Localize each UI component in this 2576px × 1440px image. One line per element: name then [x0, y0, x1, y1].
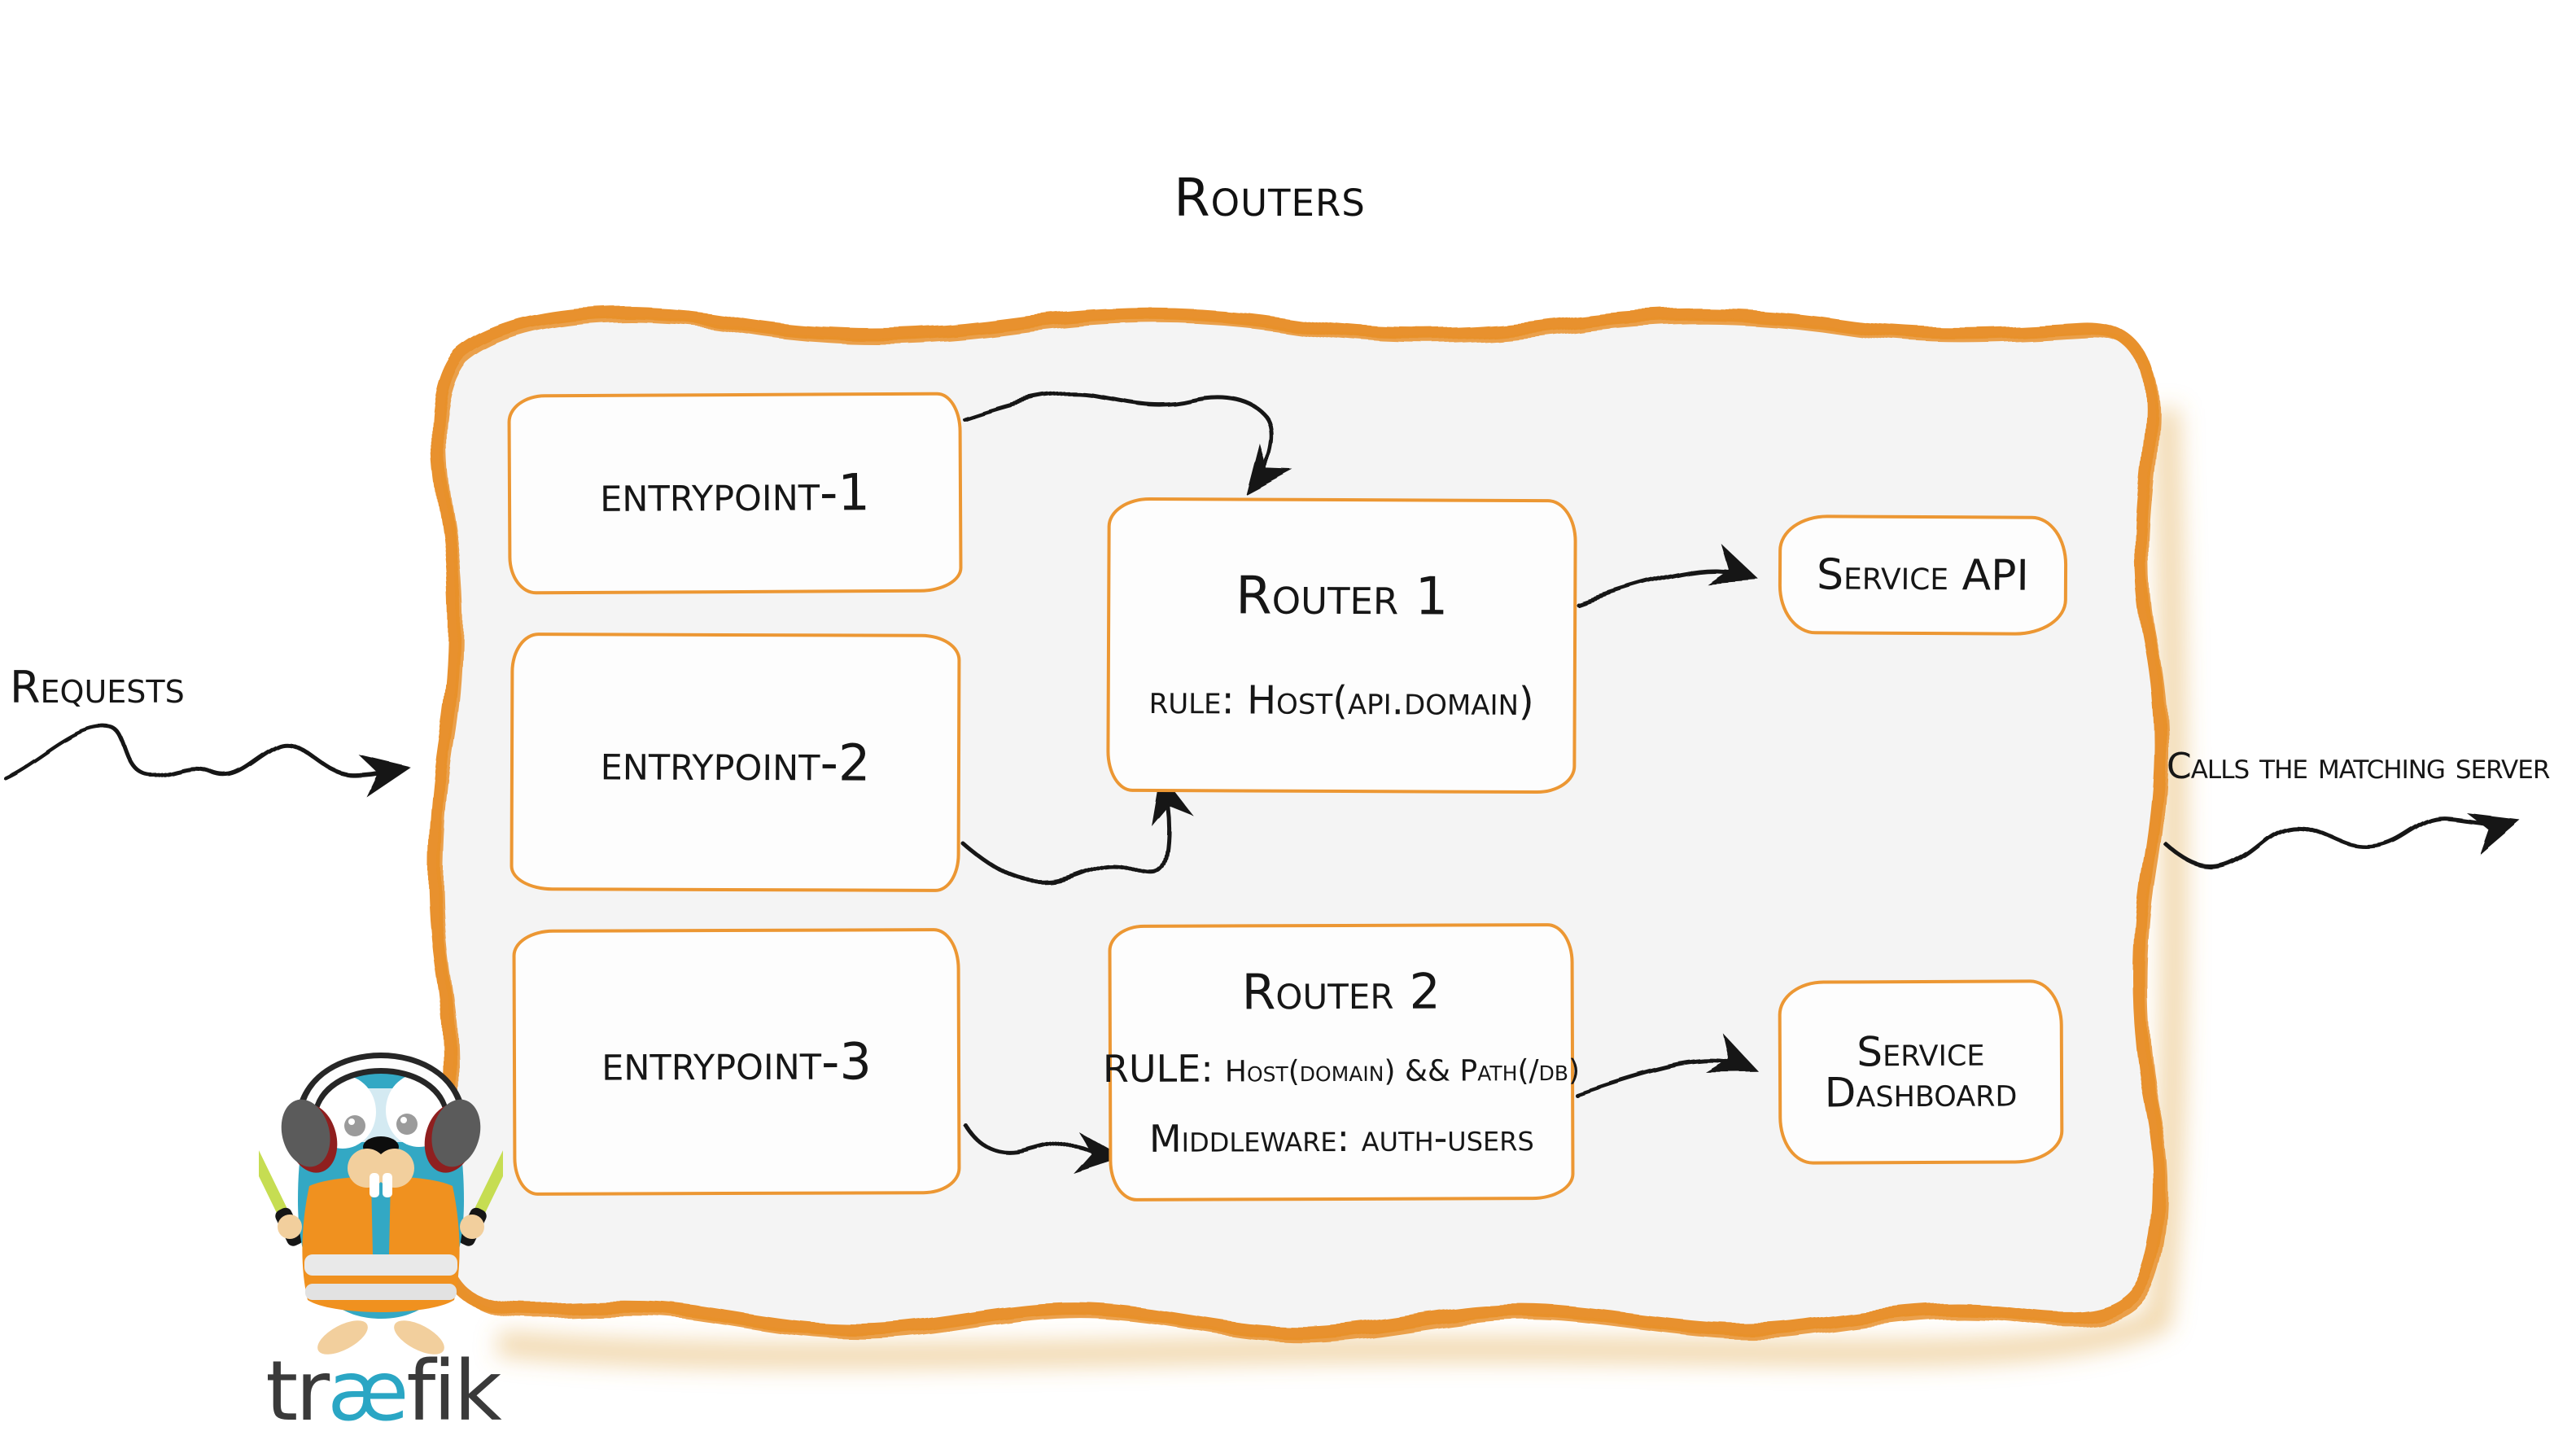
node-service-api: Service API	[1778, 514, 2068, 636]
gopher-right-pupil-glint	[400, 1117, 407, 1123]
gopher-right-hand	[460, 1215, 484, 1239]
router-2-title: Router 2	[1241, 963, 1441, 1022]
node-service-dashboard: Service Dashboard	[1778, 979, 2064, 1165]
arrow-entrypoint2-to-router1	[960, 773, 1194, 884]
service-dashboard-line2: Dashboard	[1824, 1068, 2018, 1117]
gopher-right-foot	[394, 1320, 444, 1355]
service-dashboard-line1: Service	[1857, 1027, 1985, 1076]
gopher-muzzle-right	[375, 1149, 414, 1188]
gopher-left-hand	[278, 1215, 302, 1239]
diagram-title: Routers	[1174, 169, 1366, 229]
router-1-rule-label: rule:	[1148, 677, 1235, 724]
arrow-router2-to-service-dashboard	[1573, 1032, 1760, 1096]
gopher-vest-stripe-1	[304, 1254, 457, 1276]
traefik-routers-diagram: { "title": "Routers", "annotations": { "…	[2, 169, 2551, 1440]
calls-matching-server-label: Calls the matching server	[2167, 746, 2550, 787]
node-entrypoint-3: entrypoint-3	[512, 928, 961, 1196]
container-shadow	[496, 408, 2187, 1368]
traefik-wordmark: træfik	[240, 1343, 525, 1440]
wordmark-part3: fik	[406, 1343, 501, 1440]
service-api-label: Service API	[1816, 549, 2030, 601]
node-entrypoint-1: entrypoint-1	[507, 392, 963, 595]
router-2-rule-value: Host(domain) && Path(/db)	[1224, 1053, 1581, 1089]
node-router-1: Router 1 rule: Host(api.domain)	[1106, 497, 1577, 794]
arrow-router1-to-service-api	[1575, 543, 1760, 606]
entrypoint-2-label: entrypoint-2	[600, 731, 871, 793]
arrow-entrypoint3-to-router2	[961, 1121, 1123, 1173]
gopher-right-earcup	[424, 1099, 481, 1173]
traefik-gopher-logo	[259, 1053, 503, 1355]
gopher-left-earcup	[281, 1099, 338, 1173]
gopher-vest-chest-gap	[371, 1178, 391, 1262]
node-entrypoint-2: entrypoint-2	[510, 632, 961, 892]
gopher-tooth-right	[383, 1173, 392, 1197]
entrypoint-1-label: entrypoint-1	[599, 462, 871, 523]
router-2-middleware: Middleware: auth-users	[1148, 1115, 1534, 1161]
node-router-2: Router 2 RULE: Host(domain) && Path(/db)…	[1103, 923, 1580, 1201]
gopher-headphone-band-highlight	[303, 1058, 459, 1116]
entrypoint-3-label: entrypoint-3	[601, 1031, 872, 1092]
requests-label: Requests	[10, 662, 185, 713]
router-1-rule-value: Host(api.domain)	[1246, 677, 1534, 725]
arrow-entrypoint1-to-router1	[961, 392, 1295, 497]
gopher-right-pupil	[396, 1114, 418, 1135]
gopher-vest-stripe-2	[305, 1284, 457, 1300]
gopher-tooth-left	[370, 1173, 379, 1197]
arrow-requests	[2, 724, 410, 797]
gopher-left-foot	[317, 1320, 368, 1355]
gopher-left-pupil-glint	[348, 1118, 355, 1125]
router-2-rule: RULE: Host(domain) && Path(/db)	[1102, 1046, 1581, 1092]
wordmark-ae: æ	[327, 1343, 409, 1440]
arrow-calls-matching-server	[2164, 812, 2520, 871]
router-1-title: Router 1	[1236, 566, 1449, 628]
gopher-left-pupil	[344, 1115, 365, 1136]
router-1-rule: rule: Host(api.domain)	[1149, 677, 1534, 724]
router-2-rule-label: RULE:	[1102, 1046, 1214, 1092]
wordmark-part1: tr	[265, 1343, 330, 1440]
